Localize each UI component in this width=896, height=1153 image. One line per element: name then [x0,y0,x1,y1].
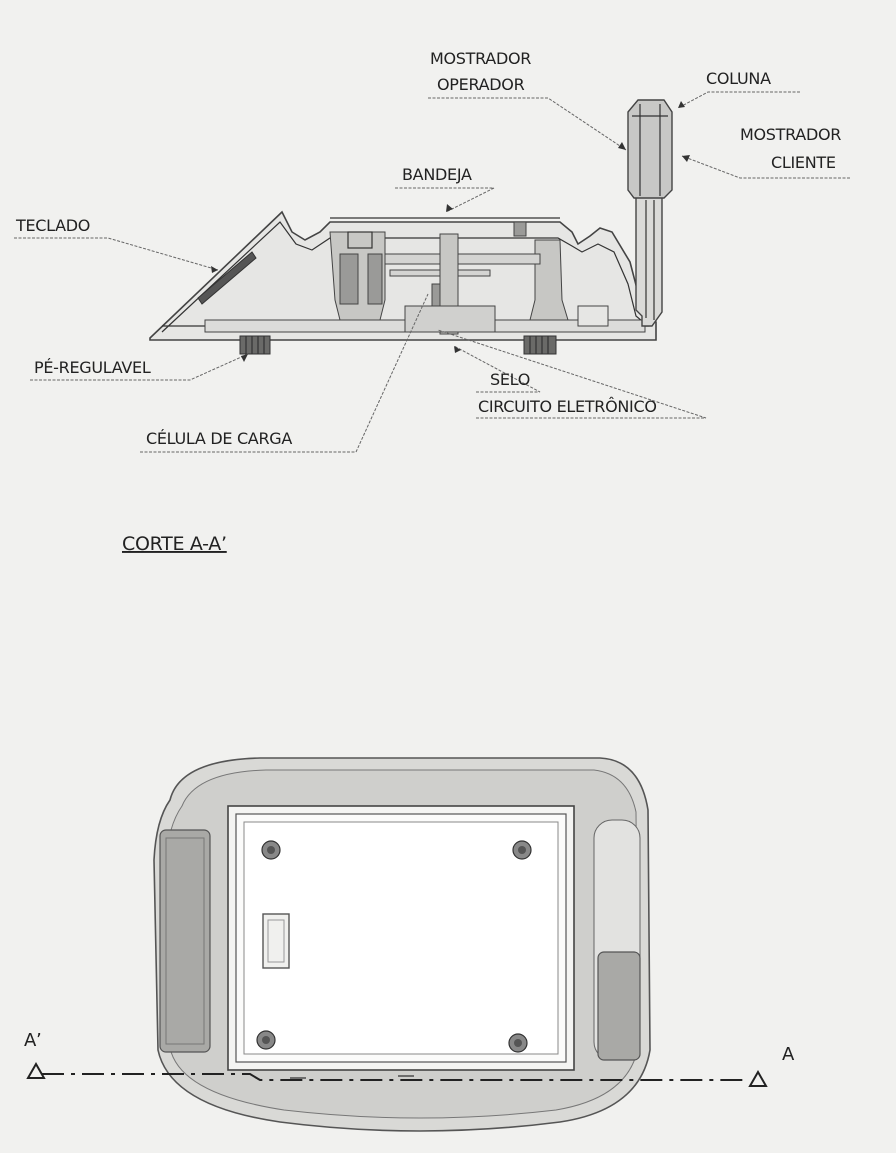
label-selo: SELO [490,370,530,389]
load-cell-beam [384,253,541,265]
label-celula-de-carga: CÉLULA DE CARGA [146,429,292,448]
label-mostrador-cliente-line2: CLIENTE [771,153,836,172]
labels: MOSTRADOR OPERADOR COLUNA MOSTRADOR CLIE… [15,49,842,555]
foot-right [523,335,557,355]
display-column [635,195,663,327]
display-head [627,99,673,199]
label-mostrador-cliente-line1: MOSTRADOR [740,125,841,144]
label-mostrador-operador-line2: OPERADOR [437,75,525,94]
section-line: A’ A [24,1030,795,1087]
label-pe-regulavel: PÉ-REGULAVEL [34,358,151,377]
label-circuito-eletronico: CIRCUITO ELETRÔNICO [478,397,657,416]
tray-screws [256,840,532,1053]
keyboard [197,251,257,305]
top-view [153,757,651,1132]
electronics-box [404,305,496,333]
section-marker-a-prime [26,1061,46,1079]
section-title: CORTE A-A’ [122,533,227,555]
label-mostrador-operador-line1: MOSTRADOR [430,49,531,68]
label-teclado: TECLADO [15,216,90,235]
top-view-keypad [159,829,211,1053]
label-bandeja: BANDEJA [402,165,472,184]
top-view-display [597,951,641,1061]
section-marker-a [748,1069,768,1087]
seal-slot [262,913,290,969]
leader-lines [14,91,850,453]
section-view [149,99,673,355]
label-a: A [782,1044,795,1065]
label-coluna: COLUNA [706,69,771,88]
label-a-prime: A’ [24,1030,41,1051]
foot-left [239,335,271,355]
